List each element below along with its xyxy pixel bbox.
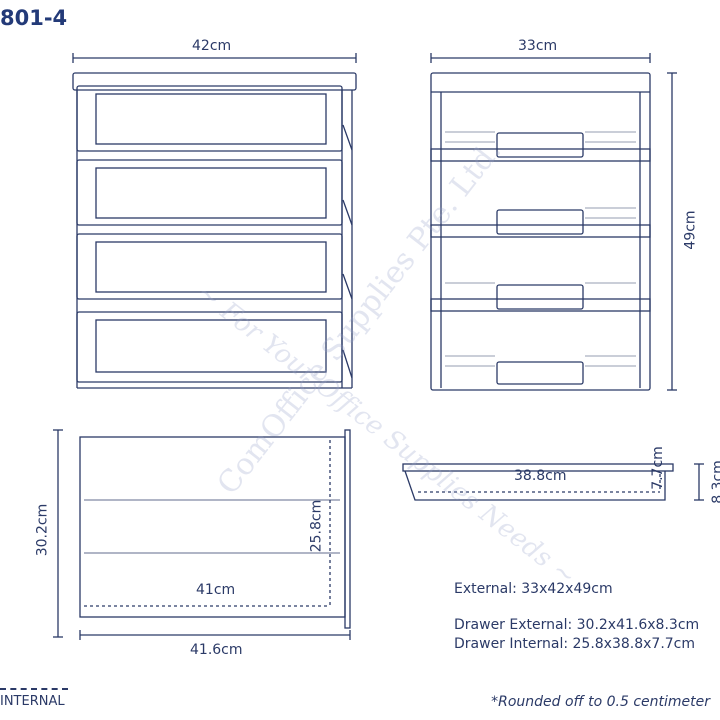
- drawer-internal-depth-label: 25.8cm: [308, 499, 325, 553]
- front-drawer-1: [76, 85, 353, 152]
- drawer-side-view: [402, 463, 704, 501]
- drawer-internal-width-label: 41cm: [196, 582, 236, 598]
- internal-legend-label: INTERNAL: [0, 694, 65, 709]
- front-drawer-4: [76, 311, 353, 383]
- drawer-top-view: [53, 429, 351, 640]
- side-drawer-4: [445, 355, 636, 385]
- side-height-label: 49cm: [682, 210, 699, 250]
- internal-legend-line: [0, 688, 68, 690]
- side-view: [430, 53, 677, 391]
- front-drawer-3: [76, 233, 353, 300]
- drawer-depth-label: 30.2cm: [34, 503, 51, 557]
- side-drawer-2: [430, 207, 651, 238]
- front-width-label: 42cm: [192, 38, 232, 54]
- drawer-width-label: 41.6cm: [190, 642, 243, 658]
- drawer-length-label: 38.8cm: [514, 468, 567, 484]
- drawer-height-label: 8.3cm: [709, 460, 720, 504]
- spec-drawer-internal: Drawer Internal: 25.8x38.8x7.7cm: [454, 636, 696, 652]
- front-drawer-2: [76, 159, 353, 226]
- footnote: *Rounded off to 0.5 centimeter: [491, 694, 710, 710]
- model-number: 801-4: [0, 6, 68, 30]
- side-depth-label: 33cm: [518, 38, 558, 54]
- spec-external: External: 33x42x49cm: [454, 581, 613, 597]
- side-drawer-3: [430, 282, 651, 312]
- side-drawer-1: [430, 131, 651, 162]
- front-view: [72, 53, 357, 389]
- spec-drawer-external: Drawer External: 30.2x41.6x8.3cm: [454, 617, 700, 633]
- drawer-internal-height-label: 7.7cm: [649, 446, 666, 490]
